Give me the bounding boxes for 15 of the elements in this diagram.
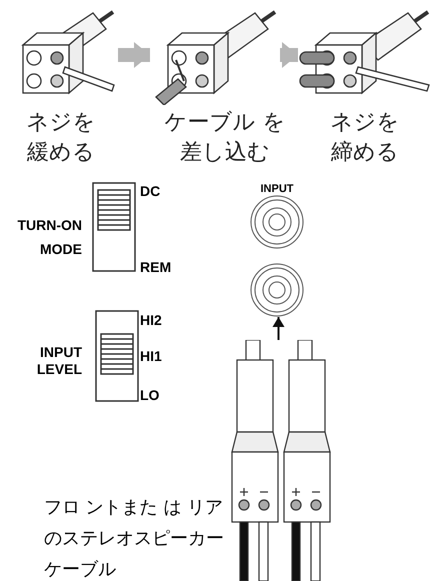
switch-label: TURN-ON MODE bbox=[16, 216, 82, 259]
position-label: HI1 bbox=[140, 347, 163, 366]
cable-caption: フロ ントまた は リアのステレオスピーカーケーブル bbox=[44, 496, 225, 581]
position-label: HI2 bbox=[140, 311, 163, 330]
step-caption: ケーブル を差し込む bbox=[164, 109, 286, 167]
position-label: LO bbox=[140, 386, 160, 405]
step-caption: ネジを緩める bbox=[26, 109, 96, 167]
jack-label: INPUT bbox=[260, 182, 294, 197]
switch-label: INPUT LEVEL bbox=[36, 344, 82, 378]
position-label: REM bbox=[140, 258, 172, 277]
step-caption: ネジを締める bbox=[330, 109, 400, 167]
arrow bbox=[118, 42, 150, 68]
position-label: DC bbox=[140, 182, 162, 201]
arrow bbox=[272, 317, 284, 340]
arrow bbox=[280, 42, 298, 68]
